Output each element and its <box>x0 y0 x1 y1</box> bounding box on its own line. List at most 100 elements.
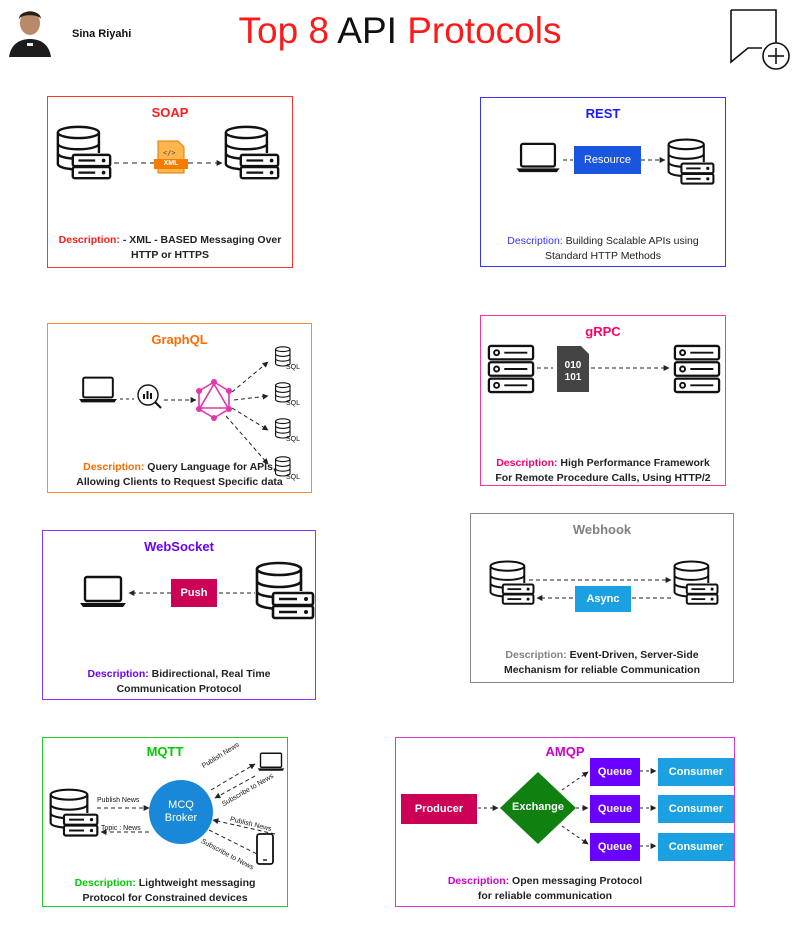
database-icon <box>673 560 719 605</box>
broker-circle <box>149 780 213 844</box>
broker-line1: MCQ <box>168 799 194 811</box>
soap-desc-line1: - XML - BASED Messaging Over <box>119 234 282 246</box>
server-icon <box>673 344 721 394</box>
webhook-desc-label: Description: <box>505 649 567 661</box>
database-icon <box>49 788 99 837</box>
sql-label-3: SQL <box>286 436 301 443</box>
xml-label: XML <box>163 160 179 167</box>
binary-line1: 010 <box>564 360 582 371</box>
grpc-title: gRPC <box>585 324 621 339</box>
mqtt-desc-line2: Protocol for Constrained devices <box>82 892 248 904</box>
websocket-desc-label: Description: <box>87 668 149 680</box>
queue-box-1: Queue <box>590 758 640 786</box>
server-icon <box>487 344 535 394</box>
amqp-desc-label: Description: <box>447 875 510 887</box>
exchange-label: Exchange <box>512 801 564 813</box>
grpc-card: gRPC 010 101 Description: High Performan… <box>480 315 726 486</box>
person-icon <box>3 3 57 57</box>
webhook-desc-line1: Event-Driven, Server-Side <box>566 649 699 661</box>
consumer-box-3: Consumer <box>658 833 734 861</box>
mqtt-desc-line1: Lightweight messaging <box>135 877 256 889</box>
publish-news-left: Publish News <box>97 797 140 804</box>
graphql-logo-icon <box>196 379 232 421</box>
consumer-box-1: Consumer <box>658 758 734 786</box>
rest-desc-line2: Standard HTTP Methods <box>545 250 661 262</box>
mqtt-card: MQTT MCQ Broker Publish News Topic : New… <box>42 737 288 907</box>
svg-text:</>: </> <box>163 149 176 157</box>
grpc-desc-line1: High Performance Framework <box>557 457 710 469</box>
xml-file-icon: </> <box>154 140 188 174</box>
queue-box-2: Queue <box>590 795 640 823</box>
rest-desc-line1: Building Scalable APIs using <box>562 235 699 247</box>
webhook-desc-line2: Mechanism for reliable Communication <box>503 664 701 676</box>
soap-desc-line2: HTTP or HTTPS <box>131 249 209 261</box>
laptop-icon <box>515 142 561 174</box>
binary-line2: 101 <box>564 372 582 383</box>
producer-box: Producer <box>401 794 477 824</box>
database-icon <box>255 561 315 620</box>
database-icon <box>489 560 535 605</box>
laptop-icon <box>78 376 118 404</box>
laptop-icon <box>257 752 285 772</box>
graphql-description: Description: Query Language for APIs, Al… <box>48 460 311 490</box>
webhook-card: Webhook Async Description: Event-Driven,… <box>470 513 734 683</box>
author-name: Sina Riyahi <box>72 28 132 40</box>
mobile-phone-icon <box>256 833 274 865</box>
grpc-description: Description: High Performance Framework … <box>481 456 725 486</box>
soap-title: SOAP <box>151 105 189 120</box>
mqtt-desc-label: Description: <box>74 877 136 889</box>
amqp-desc-line2: for reliable communication <box>477 890 613 902</box>
amqp-card: AMQP Producer Exchange Queue Queue Queue… <box>395 737 735 907</box>
binary-file-icon <box>557 346 589 392</box>
websocket-title: WebSocket <box>144 539 214 554</box>
rest-description: Description: Building Scalable APIs usin… <box>481 234 725 264</box>
sql-label-1: SQL <box>286 364 301 371</box>
resource-box: Resource <box>574 146 641 174</box>
amqp-title: AMQP <box>545 744 585 759</box>
push-box: Push <box>171 579 217 607</box>
soap-description: Description: - XML - BASED Messaging Ove… <box>48 233 292 263</box>
graphql-card: GraphQL SQL SQL SQL <box>47 323 312 493</box>
webhook-description: Description: Event-Driven, Server-Side M… <box>471 648 733 678</box>
broker-line2: Broker <box>164 812 198 824</box>
sql-label-4: SQL <box>286 474 301 481</box>
exchange-diamond <box>500 772 576 844</box>
websocket-desc-line2: Communication Protocol <box>116 683 242 695</box>
bookmark-add-icon[interactable] <box>728 8 792 72</box>
title-part-protocols: Protocols <box>396 10 562 51</box>
graphql-desc-line2: Allowing Clients to Request Specific dat… <box>76 476 283 488</box>
title-part-api: API <box>337 10 397 51</box>
binary-text: 010 101 <box>557 360 589 384</box>
topic-news-left: Topic : News <box>101 825 141 832</box>
soap-desc-label: Description: <box>58 234 120 246</box>
graphql-desc-label: Description: <box>83 461 145 473</box>
websocket-description: Description: Bidirectional, Real Time Co… <box>43 667 315 697</box>
mqtt-title: MQTT <box>146 744 184 759</box>
rest-card: REST Resource Description: Building Scal… <box>480 97 726 267</box>
webhook-title: Webhook <box>572 522 632 537</box>
soap-card: SOAP </> XML Description: - XML - BASED … <box>47 96 293 268</box>
author-avatar <box>3 3 57 57</box>
graphql-desc-line1: Query Language for APIs, <box>144 461 276 473</box>
amqp-description: Description: Open messaging Protocol for… <box>376 874 714 904</box>
grpc-desc-label: Description: <box>496 457 558 469</box>
database-icon <box>224 125 280 180</box>
page-title: Top 8 API Protocols <box>0 10 800 52</box>
search-analytics-icon <box>137 384 162 409</box>
database-icon <box>56 125 112 180</box>
title-part-top-8: Top 8 <box>238 10 338 51</box>
broker-label: MCQ Broker <box>149 799 213 825</box>
database-icon <box>667 138 715 185</box>
rest-desc-label: Description: <box>507 235 563 247</box>
queue-box-3: Queue <box>590 833 640 861</box>
async-box: Async <box>575 586 631 612</box>
grpc-desc-line2: For Remote Procedure Calls, Using HTTP/2 <box>495 472 711 484</box>
rest-title: REST <box>585 106 621 121</box>
graphql-title: GraphQL <box>151 332 208 347</box>
sql-label-2: SQL <box>286 400 301 407</box>
websocket-desc-line1: Bidirectional, Real Time <box>148 668 271 680</box>
consumer-box-2: Consumer <box>658 795 734 823</box>
laptop-icon <box>79 575 127 609</box>
websocket-card: WebSocket Push Description: Bidirectiona… <box>42 530 316 700</box>
mqtt-description: Description: Lightweight messaging Proto… <box>43 876 287 906</box>
